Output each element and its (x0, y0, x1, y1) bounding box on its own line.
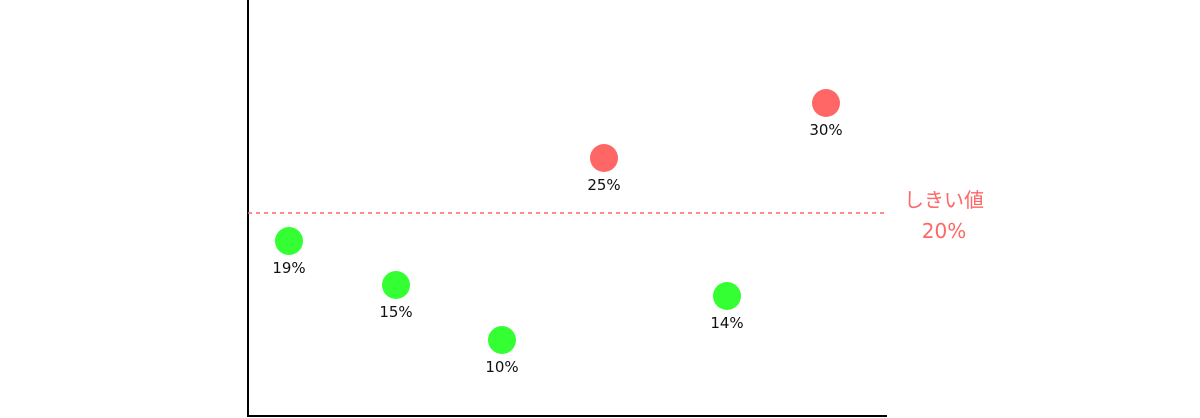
data-label: 25% (587, 176, 620, 194)
data-points: 19% 15% 10% 25% 14% 30% (272, 89, 843, 376)
axes (247, 0, 887, 417)
data-label: 10% (485, 358, 518, 376)
threshold: しきい値 20% (248, 188, 984, 243)
data-point (488, 326, 516, 354)
data-point (713, 282, 741, 310)
data-point (812, 89, 840, 117)
data-label: 15% (379, 303, 412, 321)
data-label: 19% (272, 259, 305, 277)
data-point (275, 227, 303, 255)
data-label: 14% (710, 314, 743, 332)
threshold-value-label: 20% (922, 219, 966, 243)
data-label: 30% (809, 121, 842, 139)
data-point (382, 271, 410, 299)
threshold-label: しきい値 (904, 188, 984, 212)
data-point (590, 144, 618, 172)
